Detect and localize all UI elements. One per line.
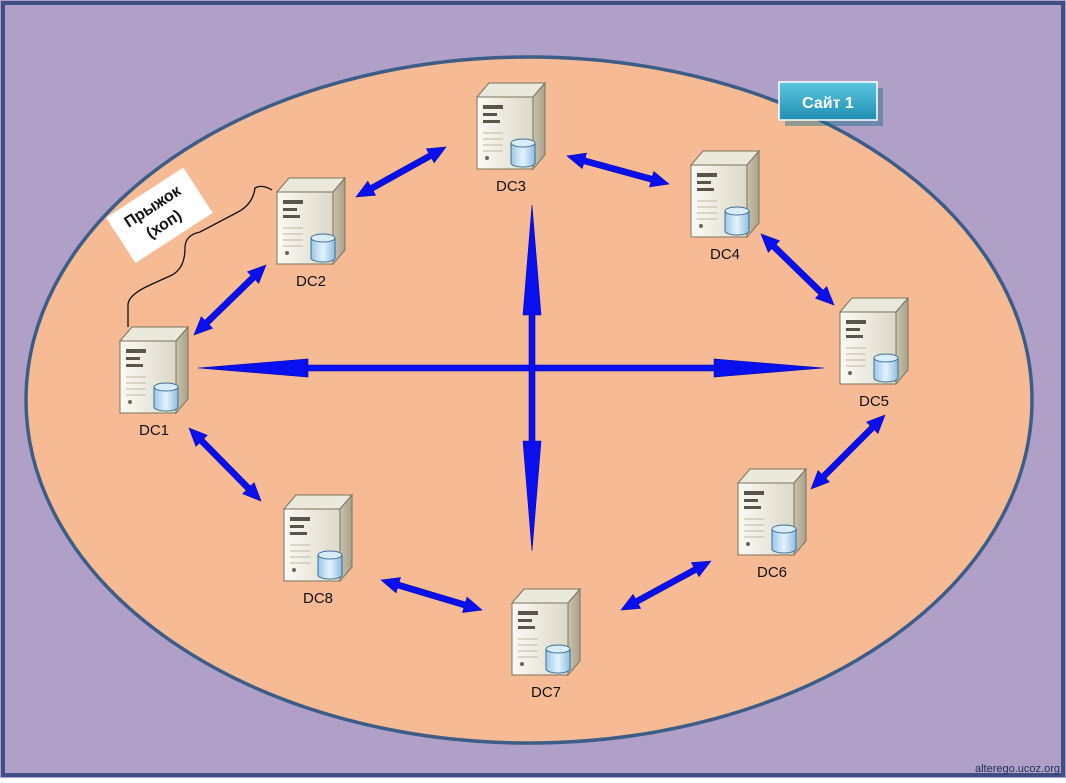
server-label-dc8: DC8 (303, 590, 333, 607)
server-dc2 (275, 176, 347, 266)
hop-label: Прыжок (хоп) (106, 167, 213, 263)
server-dc8 (282, 493, 354, 583)
database-icon (873, 353, 899, 383)
database-icon (510, 138, 536, 168)
database-icon (317, 550, 343, 580)
server-dc4 (689, 149, 761, 239)
server-dc7 (510, 587, 582, 677)
replication-links (188, 146, 886, 613)
server-label-dc2: DC2 (296, 273, 326, 290)
site-badge: Сайт 1 (778, 81, 883, 126)
database-icon (310, 233, 336, 263)
server-label-dc3: DC3 (496, 178, 526, 195)
hop-brace (127, 185, 273, 327)
server-dc6 (736, 467, 808, 557)
link-arrow-dc8-dc1 (188, 427, 262, 502)
link-arrow-dc3-dc4 (566, 152, 670, 188)
server-dc3 (475, 81, 547, 171)
link-arrow-dc5-dc6 (810, 414, 886, 490)
link-arrow-dc7-dc8 (380, 577, 483, 613)
link-arrow-dc6-dc7 (620, 560, 712, 611)
link-arrow-dc2-dc3 (355, 146, 447, 198)
server-dc5 (838, 296, 910, 386)
server-label-dc7: DC7 (531, 684, 561, 701)
database-icon (771, 524, 797, 554)
server-dc1 (118, 325, 190, 415)
link-arrow-dc3-dc7 (522, 204, 542, 552)
link-arrow-dc1-dc5 (197, 358, 825, 378)
watermark: alterego.ucoz.org (975, 763, 1060, 775)
server-label-dc4: DC4 (710, 246, 740, 263)
server-label-dc6: DC6 (757, 564, 787, 581)
site-label: Сайт 1 (802, 95, 854, 112)
link-arrow-dc1-dc2 (193, 264, 267, 336)
server-label-dc1: DC1 (139, 422, 169, 439)
database-icon (545, 644, 571, 674)
database-icon (153, 382, 179, 412)
server-label-dc5: DC5 (859, 393, 889, 410)
database-icon (724, 206, 750, 236)
link-arrow-dc4-dc5 (760, 233, 835, 306)
